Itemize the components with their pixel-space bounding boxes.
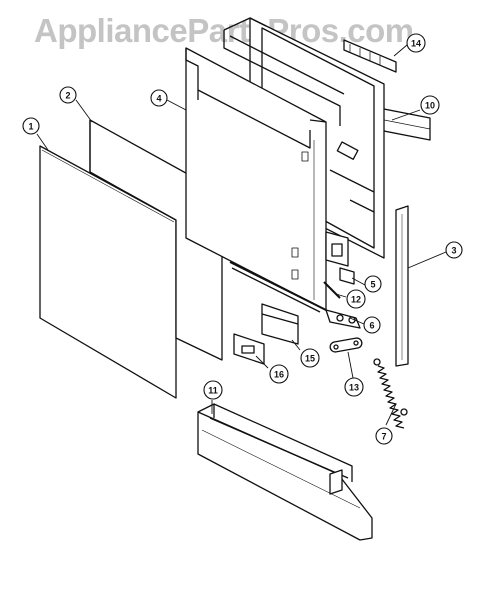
leader-5	[351, 277, 366, 286]
leader-12	[335, 293, 347, 298]
svg-text:4: 4	[156, 94, 161, 104]
hinge-block	[325, 231, 355, 285]
svg-text:15: 15	[305, 354, 315, 364]
link-bar	[329, 337, 363, 353]
leader-3	[407, 251, 447, 269]
hinge-arm	[325, 309, 361, 329]
svg-text:14: 14	[411, 39, 421, 49]
callout-7: 7	[375, 427, 393, 445]
svg-text:7: 7	[381, 432, 386, 442]
svg-text:16: 16	[274, 370, 284, 380]
side-strip	[395, 205, 409, 367]
callout-13: 13	[344, 377, 364, 397]
leader-2	[75, 99, 93, 123]
top-bracket	[343, 39, 397, 73]
leader-1	[36, 133, 49, 151]
leader-14	[393, 44, 408, 57]
svg-text:11: 11	[208, 386, 218, 396]
callout-1: 1	[22, 117, 40, 135]
callout-16: 16	[269, 364, 289, 384]
callout-3: 3	[445, 241, 463, 259]
callout-10: 10	[420, 95, 440, 115]
callout-12: 12	[346, 289, 366, 309]
leader-15	[291, 339, 301, 351]
callout-4: 4	[150, 89, 168, 107]
door-spring	[373, 358, 408, 429]
leader-16	[255, 355, 269, 369]
callout-15: 15	[300, 348, 320, 368]
leader-10	[391, 109, 421, 121]
callout-6: 6	[363, 316, 381, 334]
svg-text:5: 5	[370, 280, 375, 290]
vent-bracket	[261, 303, 299, 345]
leader-13	[347, 351, 354, 379]
callout-11: 11	[203, 380, 223, 400]
leader-7	[385, 403, 397, 426]
leader-6	[349, 317, 365, 325]
callout-14: 14	[406, 33, 426, 53]
svg-text:2: 2	[65, 91, 70, 101]
callout-5: 5	[364, 275, 382, 293]
svg-text:6: 6	[369, 321, 374, 331]
spring-pin	[323, 281, 341, 299]
svg-text:1: 1	[28, 122, 33, 132]
leader-4	[166, 99, 187, 111]
svg-text:13: 13	[349, 383, 359, 393]
callout-2: 2	[59, 86, 77, 104]
svg-text:3: 3	[451, 246, 456, 256]
svg-text:10: 10	[425, 101, 435, 111]
kick-panel	[197, 403, 373, 541]
svg-text:12: 12	[351, 295, 361, 305]
